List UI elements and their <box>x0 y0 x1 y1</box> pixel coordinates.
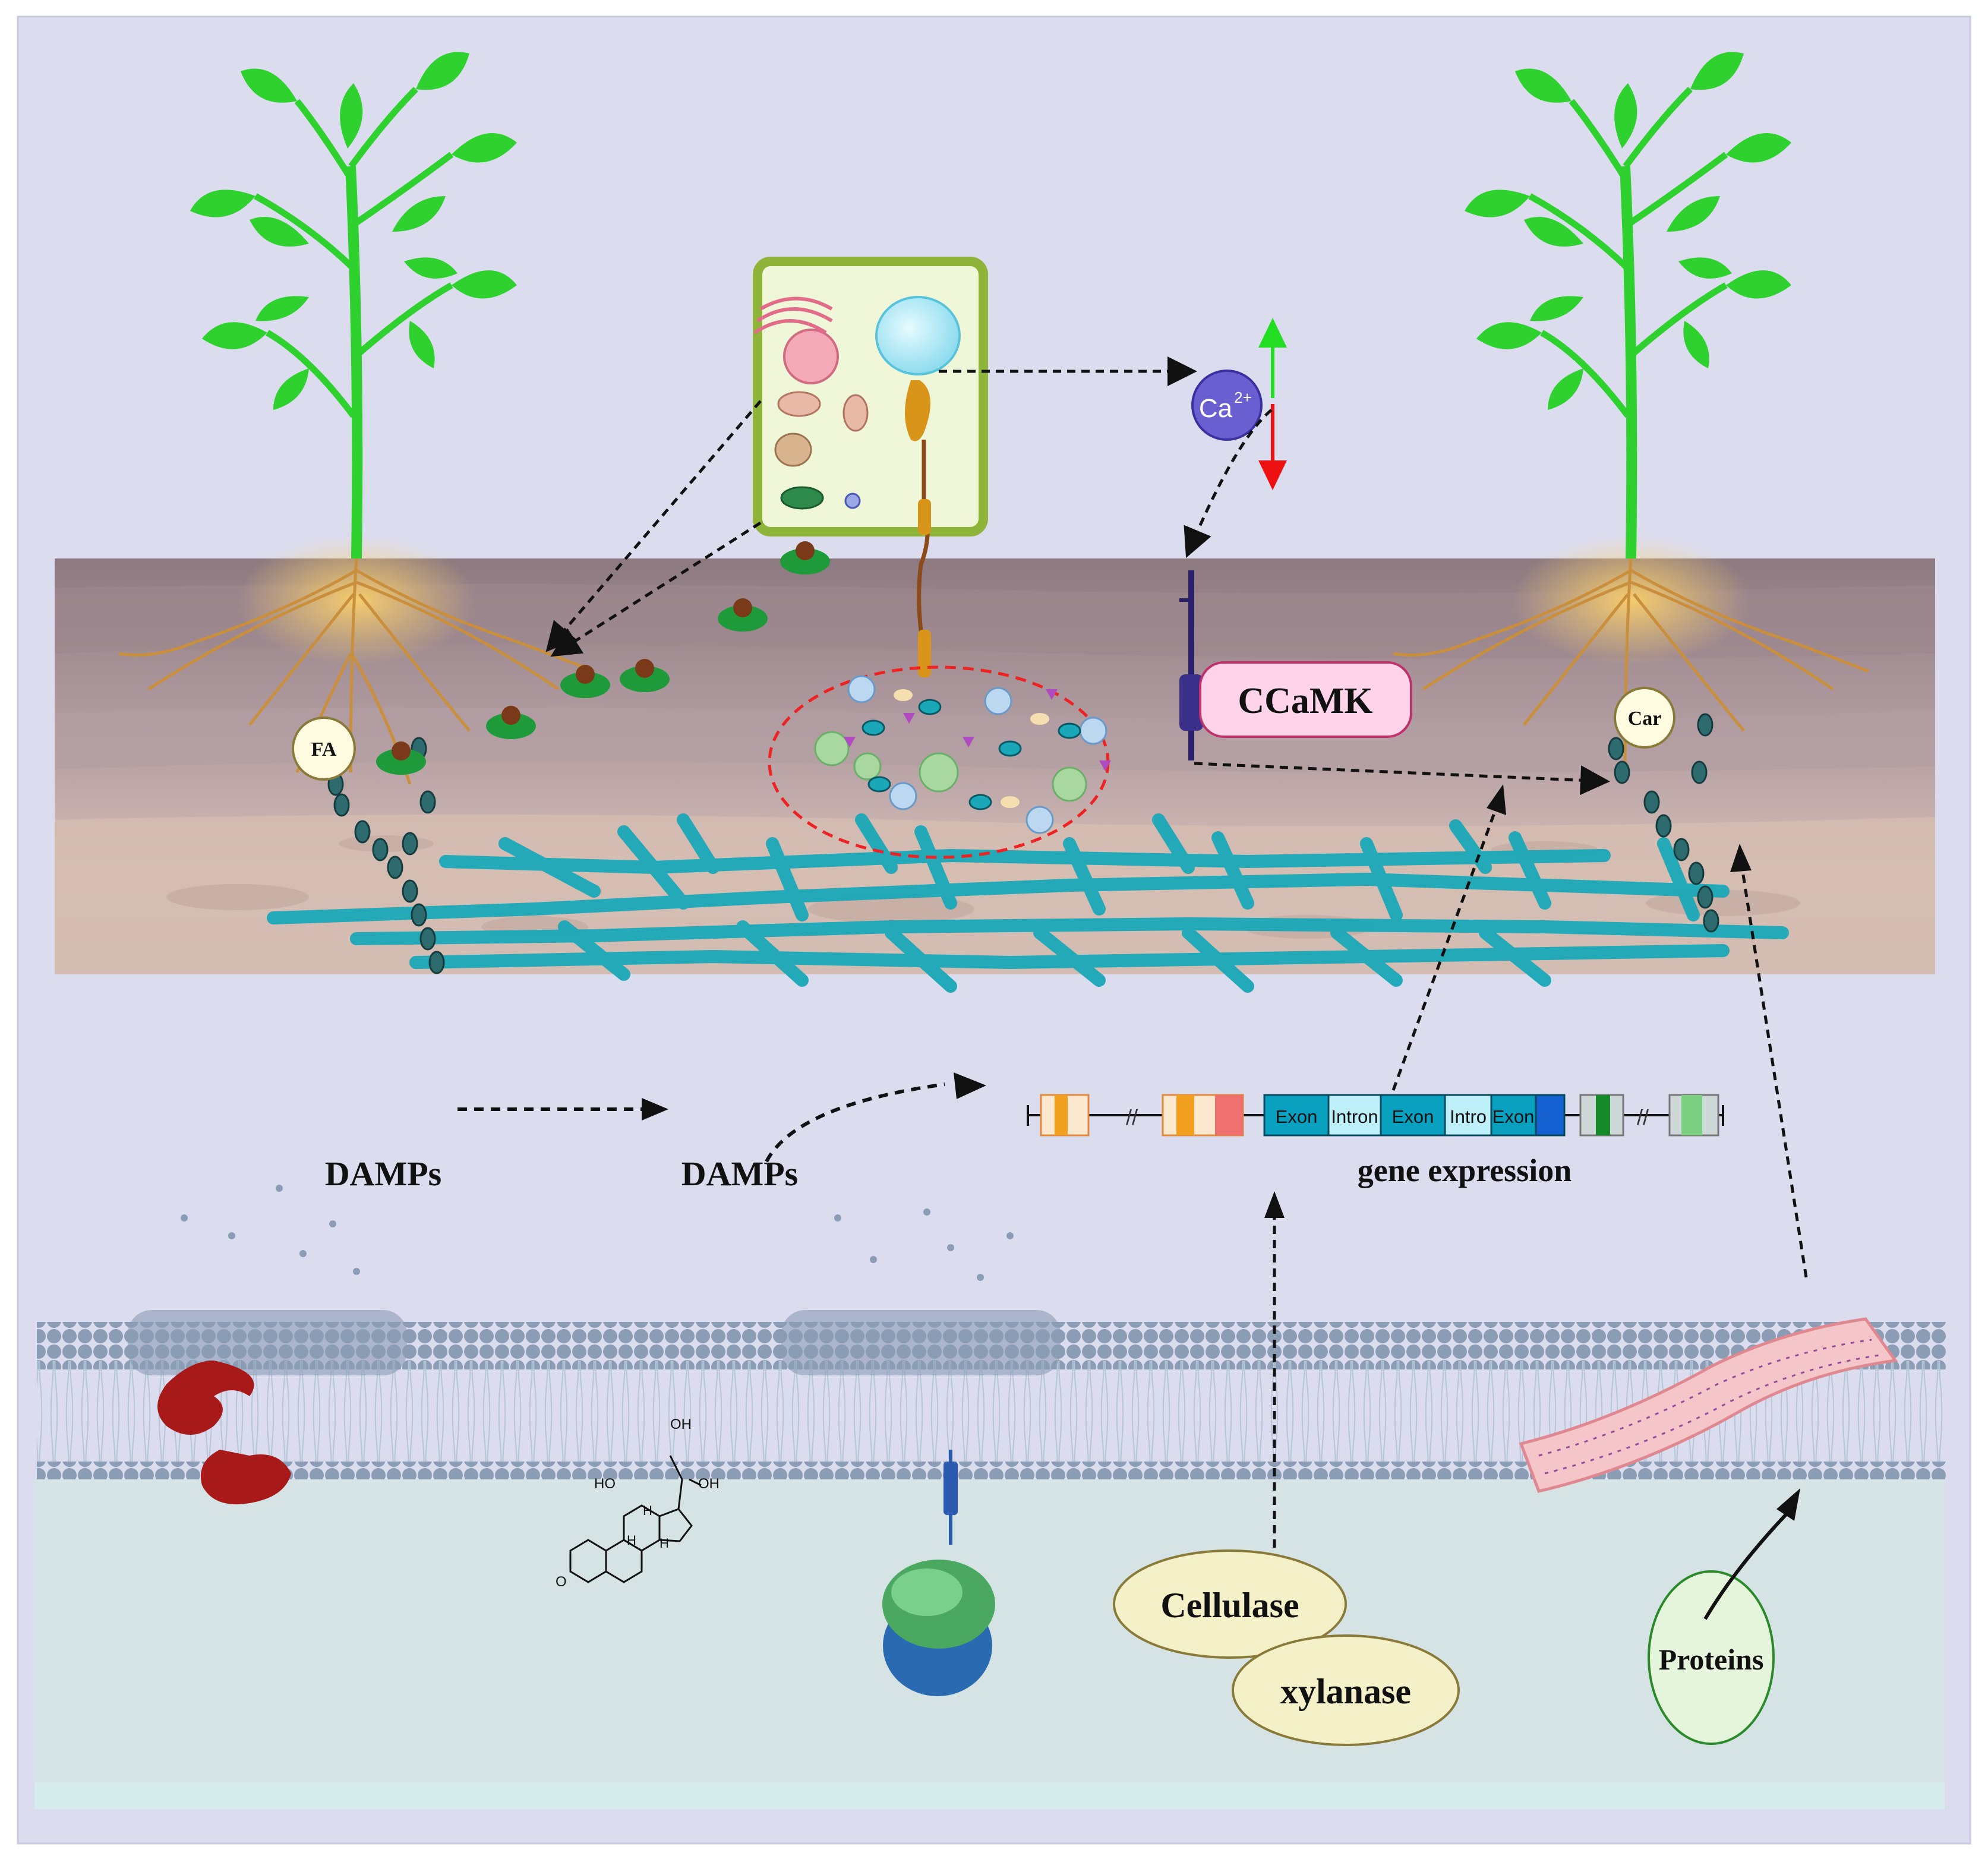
steroid-oh-top: OH <box>670 1416 692 1432</box>
damps-label-left: DAMPs <box>325 1154 442 1193</box>
plant-cell <box>753 257 988 536</box>
ccamk-label: CCaMK <box>1238 681 1372 721</box>
fa-label: FA <box>311 738 337 760</box>
soil-organisms <box>376 541 830 775</box>
xylanase-label: xylanase <box>1280 1672 1411 1711</box>
proteins-node: Proteins <box>1648 1488 1800 1745</box>
upward-arrows <box>1273 804 1808 1548</box>
plant-left <box>118 52 595 785</box>
signal-arrows-top <box>545 356 1610 796</box>
ccamk-kinase: CCaMK <box>1179 570 1412 760</box>
spore-chain-right <box>1608 713 1719 933</box>
car-marker: Car <box>1614 687 1675 749</box>
signaling-complex <box>768 665 1111 859</box>
fa-marker: FA <box>292 717 356 781</box>
gene-exon-1: Exon <box>1276 1106 1318 1127</box>
calcium-down-arrow <box>1258 404 1287 490</box>
steroid-h1: H <box>643 1503 652 1518</box>
gene-expression-label: gene expression <box>1358 1153 1572 1188</box>
car-label: Car <box>1628 708 1662 730</box>
svg-text://: // <box>1637 1105 1649 1129</box>
cellulase-label: Cellulase <box>1160 1586 1299 1625</box>
transmembrane-protein <box>882 1450 995 1696</box>
calcium-up-arrow <box>1258 318 1287 398</box>
fungal-hyphae-network <box>267 813 1789 993</box>
damps-arrows <box>457 1082 945 1163</box>
svg-text://: // <box>1126 1105 1138 1129</box>
cellulase-enzyme: Cellulase <box>1113 1549 1347 1659</box>
arrowhead-gene <box>1487 784 1506 815</box>
steroid-h3: H <box>659 1536 669 1551</box>
steroid-h2: H <box>627 1533 636 1548</box>
calcium-ion: Ca 2+ <box>1191 370 1263 441</box>
gene-exon-3: Exon <box>1492 1106 1535 1127</box>
gene-exon-2: Exon <box>1392 1106 1434 1127</box>
gene-intron-1: Intron <box>1331 1106 1378 1127</box>
membrane-pores <box>128 1185 1061 1375</box>
steroid-ho-left: HO <box>594 1476 616 1492</box>
steroid-oh-right: OH <box>698 1476 720 1492</box>
membrane-receptor <box>905 380 931 677</box>
arrowhead-cellulase <box>1264 1191 1285 1218</box>
damps-arrowhead-2 <box>954 1072 986 1099</box>
xylanase-enzyme: xylanase <box>1232 1634 1460 1746</box>
steroid-labels: OH HO OH H H H O <box>556 1416 720 1590</box>
spore-chain-left <box>327 737 445 974</box>
steroid-molecule <box>569 1455 702 1583</box>
arrowhead-proteins <box>1730 844 1752 872</box>
calcium-label: Ca <box>1199 394 1233 423</box>
proteins-label: Proteins <box>1659 1643 1764 1676</box>
steroid-o: O <box>556 1574 567 1590</box>
gene-intron-2: Intro <box>1450 1106 1487 1127</box>
plant-right <box>1393 52 1869 773</box>
calcium-charge: 2+ <box>1234 389 1252 406</box>
damps-label-right: DAMPs <box>681 1154 799 1193</box>
cytoskeleton-fiber <box>1519 1317 1898 1493</box>
damps-arrowhead-1 <box>642 1098 668 1121</box>
red-receptor-complex <box>157 1361 291 1504</box>
gene-structure: // // Exon Intron Exon Intro Exon <box>1027 1094 1724 1137</box>
